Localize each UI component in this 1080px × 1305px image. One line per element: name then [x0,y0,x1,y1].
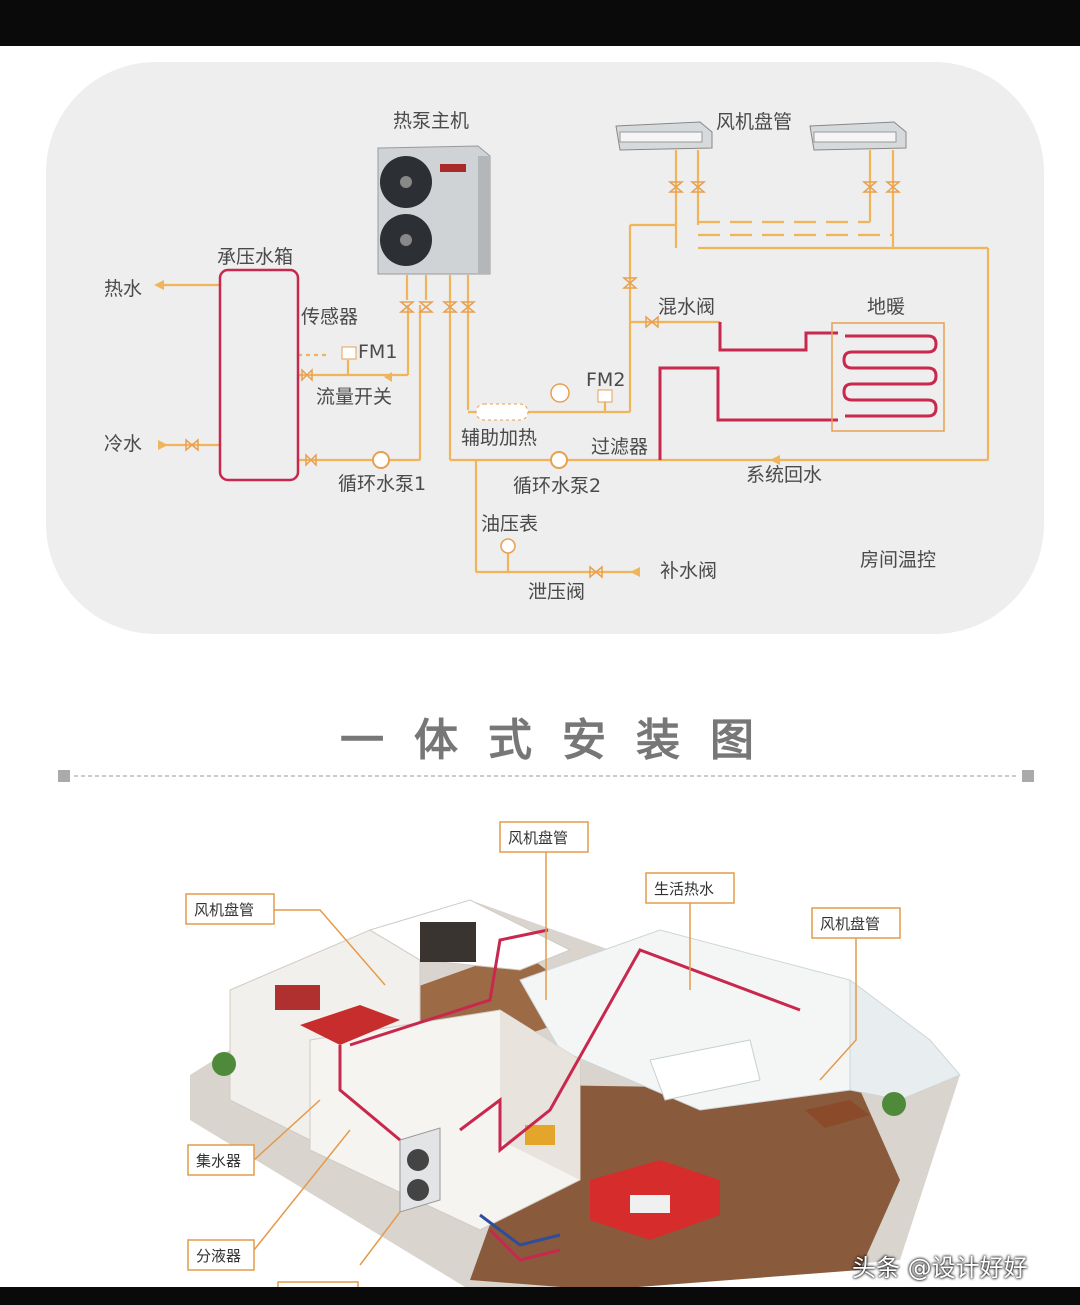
label-pressure-gauge: 油压表 [481,513,538,535]
fan-coil-unit-2 [809,121,907,151]
bottom-black-bar [0,1287,1080,1305]
bathtub [649,1039,761,1101]
label-system-return: 系统回水 [746,464,822,486]
plant-right [882,1092,906,1116]
callout-hot-water: 生活热水 [645,872,735,904]
svg-text:风机盘管: 风机盘管 [508,829,568,847]
divider-left-square [58,770,70,782]
label-relief-valve: 泄压阀 [528,581,585,603]
callout-fan-coil-left: 风机盘管 [185,893,275,925]
callout-distributor: 分液器 [187,1239,255,1271]
heat-pump-unit-image [377,145,491,275]
pump-2-icon [550,451,568,469]
callout-fan-coil-right: 风机盘管 [811,907,901,939]
outdoor-heat-pump-unit [399,1127,441,1213]
label-hot-water: 热水 [104,278,142,300]
label-room-thermostat: 房间温控 [860,549,936,571]
gauge-icon [500,538,516,554]
label-pressure-tank: 承压水箱 [217,246,293,268]
fm2-icon [597,389,613,403]
schematic-panel [46,62,1044,634]
right-window-wall [849,979,961,1101]
divider-right-square [1022,770,1034,782]
blue-pipes [479,1213,561,1247]
dining-table [805,1100,870,1128]
callout-collector: 集水器 [187,1144,255,1176]
label-cold-water: 冷水 [104,433,142,455]
label-fm1: FM1 [358,341,397,363]
top-black-bar [0,0,1080,46]
svg-text:风机盘管: 风机盘管 [820,915,880,933]
coffee-table [630,1195,670,1213]
fm1-icon [341,346,357,360]
label-heat-pump: 热泵主机 [393,110,469,132]
pump-1-icon [372,451,390,469]
valves [185,181,902,579]
section-title-area: 一体式安装图 [58,715,1034,782]
fan-coil-unit-1 [615,121,713,151]
pressure-tank [218,268,300,482]
floor-heating-coil [842,334,938,418]
label-makeup-valve: 补水阀 [660,560,717,582]
partition-side [500,1010,580,1180]
aux-heater-icon [475,403,529,421]
label-fan-coil: 风机盘管 [716,111,792,133]
plant-left [212,1052,236,1076]
label-pump-2: 循环水泵2 [513,475,601,497]
watermark-text: 头条 @设计好好 [852,1254,1028,1282]
expansion-icon [550,383,570,403]
callout-lines [253,852,857,1266]
bed [300,1005,400,1045]
svg-text:风机盘管: 风机盘管 [194,901,254,919]
flow-arrows [154,280,780,577]
wall-art [275,985,320,1010]
section-title: 一体式安装图 [340,715,784,766]
label-filter: 过滤器 [591,436,648,458]
label-pump-1: 循环水泵1 [338,473,426,495]
label-sensor: 传感器 [301,306,358,328]
heat-pump-schematic: 热泵主机 风机盘管 承压水箱 热水 冷水 传感器 FM1 流量开关 循环水泵1 … [104,110,990,603]
tv [525,1125,555,1145]
label-aux-heat: 辅助加热 [461,427,537,449]
callout-fan-coil-center: 风机盘管 [499,821,589,853]
label-floor-heating: 地暖 [867,296,905,318]
svg-text:分液器: 分液器 [196,1247,241,1265]
svg-text:生活热水: 生活热水 [654,880,714,898]
floor-heating-box [831,322,945,432]
bookshelf [420,922,476,962]
svg-text:集水器: 集水器 [196,1152,241,1170]
red-pipes [338,928,801,1262]
label-mixing-valve: 混水阀 [658,296,715,318]
label-flow-switch: 流量开关 [316,386,392,408]
label-fm2: FM2 [586,369,625,391]
